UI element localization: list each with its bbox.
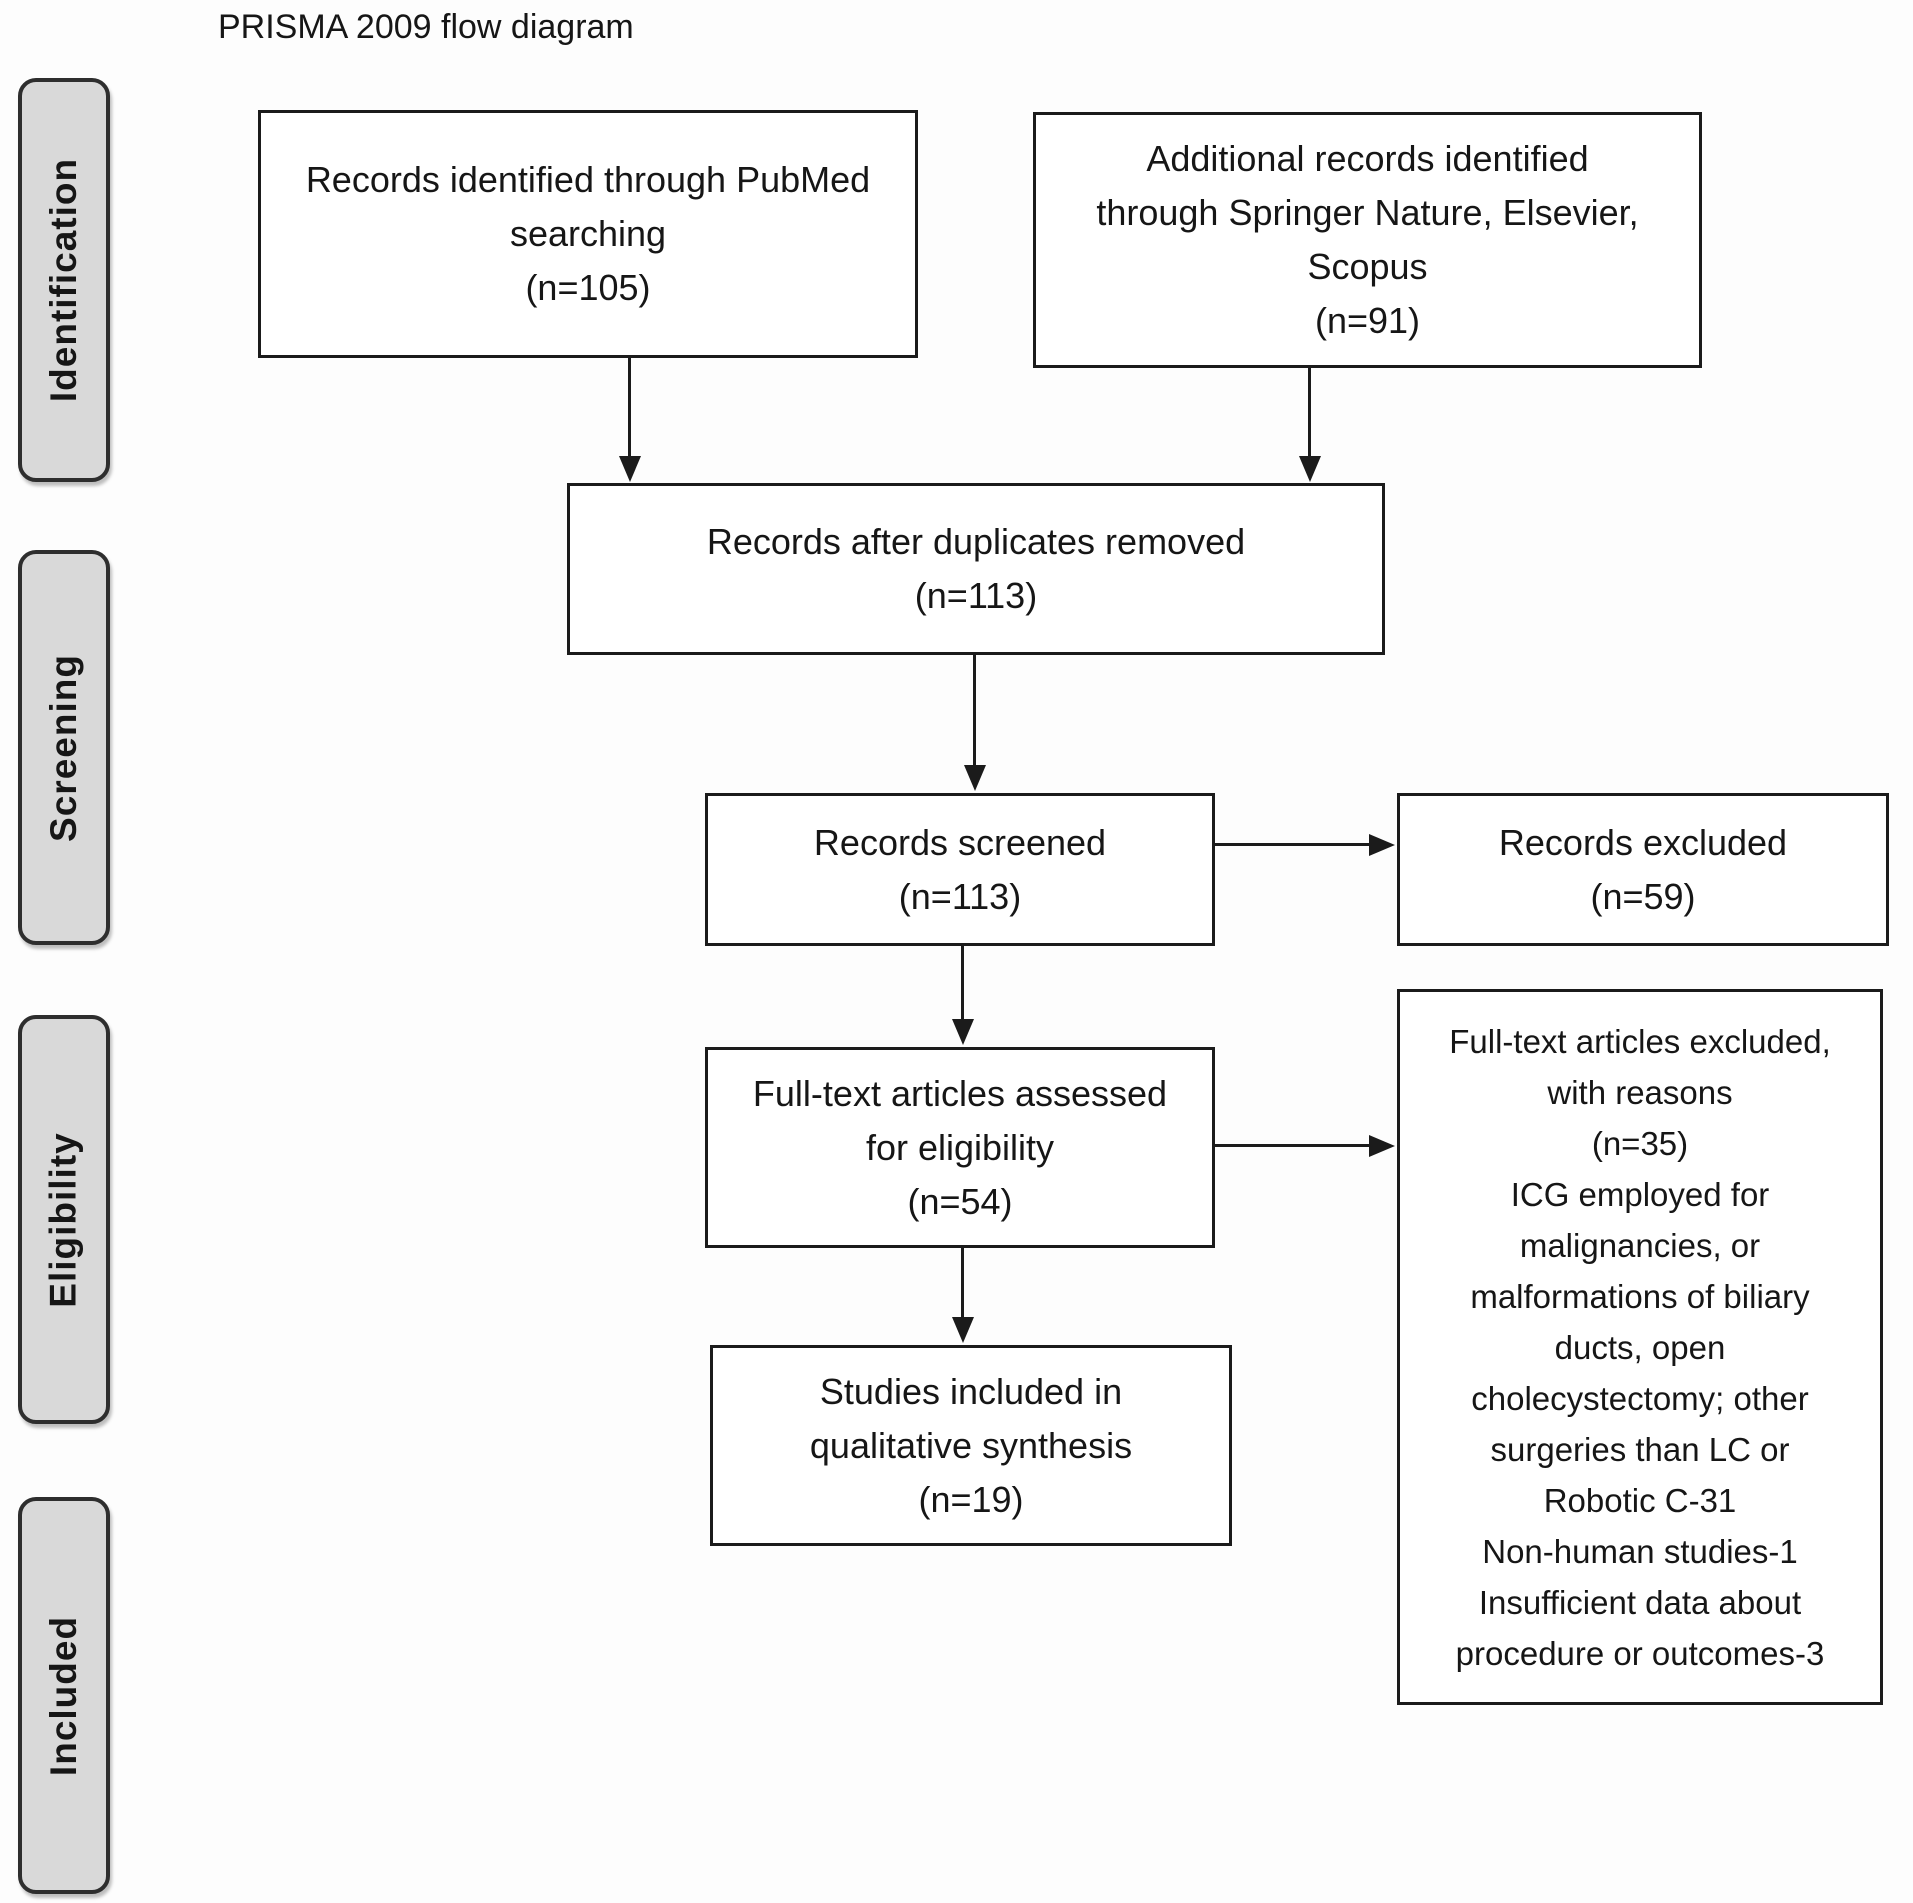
stage-eligibility-label: Eligibility xyxy=(43,1131,84,1308)
arrow-head-screened-to-excluded xyxy=(1369,834,1395,856)
arrow-line-fulltext-to-studies xyxy=(961,1248,964,1319)
box-records-additional-text: Additional records identified through Sp… xyxy=(1096,138,1639,341)
box-records-excluded-text: Records excluded (n=59) xyxy=(1498,821,1788,917)
box-records-pubmed: Records identified through PubMed search… xyxy=(258,110,918,358)
arrow-line-screened-to-fulltext xyxy=(961,946,964,1021)
stage-included: Included xyxy=(18,1497,110,1894)
box-fulltext-assessed-text: Full-text articles assessed for eligibil… xyxy=(752,1072,1168,1222)
arrow-head-fulltext-to-studies xyxy=(952,1317,974,1343)
arrow-head-fulltext-to-excluded-reasons xyxy=(1369,1135,1395,1157)
arrow-line-pubmed-to-dedup xyxy=(628,358,631,458)
arrow-head-screened-to-fulltext xyxy=(952,1019,974,1045)
box-fulltext-excluded: Full-text articles excluded, with reason… xyxy=(1397,989,1883,1705)
arrow-head-pubmed-to-dedup xyxy=(619,456,641,482)
arrow-line-additional-to-dedup xyxy=(1308,368,1311,458)
arrow-line-fulltext-to-excluded-reasons xyxy=(1215,1144,1371,1147)
box-records-screened: Records screened (n=113) xyxy=(705,793,1215,946)
box-records-excluded: Records excluded (n=59) xyxy=(1397,793,1889,946)
box-studies-included-text: Studies included in qualitative synthesi… xyxy=(809,1370,1133,1520)
stage-included-label: Included xyxy=(43,1615,84,1776)
box-studies-included: Studies included in qualitative synthesi… xyxy=(710,1345,1232,1546)
arrow-head-additional-to-dedup xyxy=(1299,456,1321,482)
arrow-line-screened-to-excluded xyxy=(1215,843,1371,846)
arrow-head-dedup-to-screened xyxy=(964,765,986,791)
box-records-additional: Additional records identified through Sp… xyxy=(1033,112,1702,368)
stage-identification-label: Identification xyxy=(43,157,85,403)
box-fulltext-excluded-text: Full-text articles excluded, with reason… xyxy=(1449,1022,1831,1672)
arrow-line-dedup-to-screened xyxy=(973,655,976,767)
stage-identification: Identification xyxy=(18,78,110,482)
diagram-title: PRISMA 2009 flow diagram xyxy=(218,8,634,46)
box-records-screened-text: Records screened (n=113) xyxy=(813,821,1107,917)
stage-eligibility: Eligibility xyxy=(18,1015,110,1424)
stage-screening-label: Screening xyxy=(43,653,84,842)
box-records-deduplicated: Records after duplicates removed (n=113) xyxy=(567,483,1385,655)
stage-screening: Screening xyxy=(18,550,110,945)
box-records-deduplicated-text: Records after duplicates removed (n=113) xyxy=(706,521,1246,616)
box-fulltext-assessed: Full-text articles assessed for eligibil… xyxy=(705,1047,1215,1248)
box-records-pubmed-text: Records identified through PubMed search… xyxy=(305,159,871,308)
